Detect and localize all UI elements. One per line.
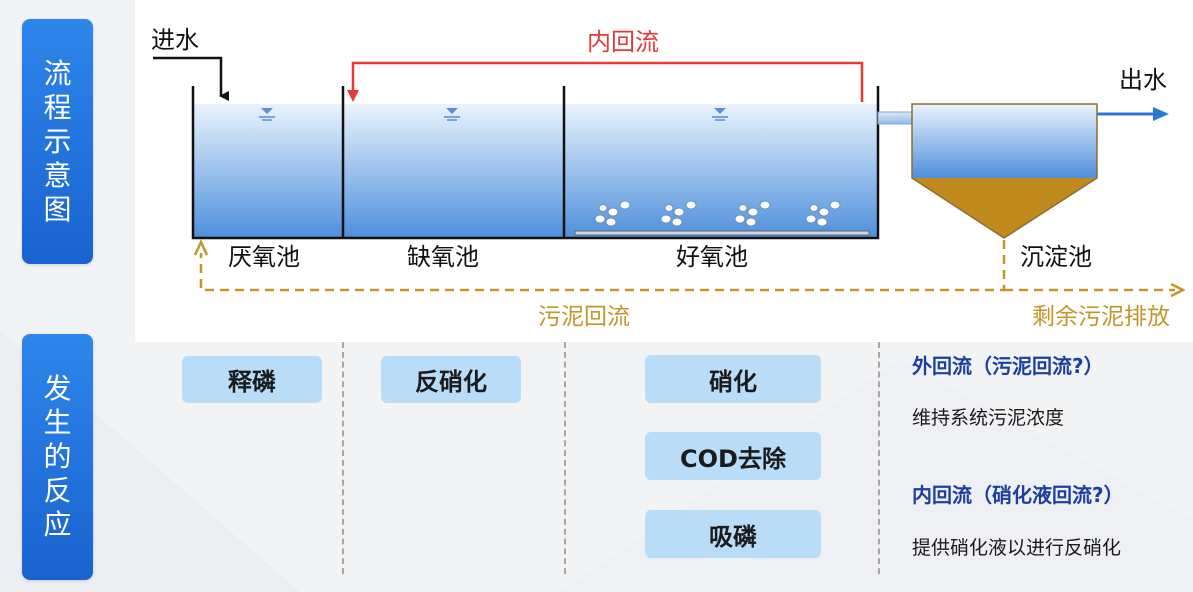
clarifier-water bbox=[912, 104, 1097, 178]
flow-diagram-tab: 流程示意图 bbox=[22, 19, 93, 264]
sludge-recycle-label: 污泥回流 bbox=[538, 304, 630, 330]
inflow-label: 进水 bbox=[151, 26, 199, 54]
water-level-icon bbox=[444, 108, 460, 121]
sludge-recycle-line bbox=[199, 240, 1175, 292]
external-recycle-title: 外回流（污泥回流?） bbox=[912, 354, 1104, 378]
reactions-tab: 发生的反应 bbox=[22, 334, 93, 580]
column-divider bbox=[878, 342, 880, 574]
outflow-arrowhead bbox=[1153, 107, 1169, 121]
reaction-phosphorus-uptake: 吸磷 bbox=[645, 510, 821, 558]
flow-diagram-tab-label: 流程示意图 bbox=[43, 56, 72, 226]
excess-sludge-label: 剩余污泥排放 bbox=[1032, 304, 1170, 330]
internal-recycle-title: 内回流（硝化液回流?） bbox=[912, 483, 1124, 507]
column-divider bbox=[342, 342, 344, 574]
excess-sludge-arrowhead bbox=[1170, 282, 1186, 298]
aeration-diffuser bbox=[574, 230, 870, 236]
aerobic-tank-label: 好氧池 bbox=[676, 243, 748, 271]
bioreactor-water bbox=[193, 104, 878, 238]
inflow-arrow bbox=[153, 56, 229, 101]
water-level-icon bbox=[712, 108, 728, 121]
aeration-bubbles-icon bbox=[594, 200, 841, 227]
connecting-pipe bbox=[877, 111, 913, 125]
internal-recycle-arrowhead bbox=[347, 90, 359, 102]
internal-recycle-arrow bbox=[351, 61, 864, 102]
clarifier-label: 沉淀池 bbox=[1020, 243, 1092, 271]
external-recycle-desc: 维持系统污泥浓度 bbox=[912, 407, 1065, 429]
internal-recycle-desc: 提供硝化液以进行反硝化 bbox=[912, 537, 1122, 559]
outflow-label: 出水 bbox=[1119, 66, 1167, 94]
anoxic-tank-label: 缺氧池 bbox=[407, 243, 479, 271]
reaction-nitrification: 硝化 bbox=[645, 355, 821, 403]
water-level-icon bbox=[259, 108, 275, 121]
reactions-tab-label: 发生的反应 bbox=[43, 372, 72, 541]
process-flow-diagram: 进水 内回流 出水 厌氧池 缺氧池 好氧池 沉淀池 污泥回流 剩余污泥排放 bbox=[151, 26, 1186, 330]
anaerobic-tank-label: 厌氧池 bbox=[228, 243, 300, 271]
internal-recycle-label: 内回流 bbox=[587, 28, 659, 56]
reaction-denitrification: 反硝化 bbox=[381, 356, 521, 403]
sludge-recycle-arrowhead bbox=[193, 239, 209, 256]
reaction-phosphorus-release: 释磷 bbox=[182, 356, 322, 403]
bioreactor-walls bbox=[191, 86, 880, 240]
clarifier-sludge-cone bbox=[912, 178, 1097, 238]
clarifier-outline bbox=[911, 103, 1098, 239]
reaction-cod-removal: COD去除 bbox=[645, 432, 821, 480]
column-divider bbox=[564, 342, 566, 574]
